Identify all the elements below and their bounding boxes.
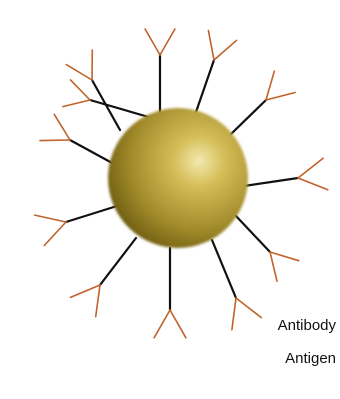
antibody-arm-right bbox=[54, 114, 70, 140]
antibody-stalk bbox=[92, 80, 120, 130]
antibody-arm-right bbox=[71, 285, 101, 297]
antibody-stalk bbox=[230, 100, 266, 135]
antibody-arm-right bbox=[232, 298, 236, 330]
antibody-stalk bbox=[244, 178, 298, 186]
antibody-stalk bbox=[70, 140, 114, 164]
antibody-arm-left bbox=[96, 285, 100, 317]
antibody-arm-left bbox=[170, 310, 186, 338]
antibody-stalk bbox=[196, 60, 214, 112]
antibody-stalk bbox=[212, 240, 236, 298]
antibody-arm-left bbox=[208, 31, 214, 61]
antibody-stalk bbox=[100, 238, 136, 285]
antibody-arm-left bbox=[145, 29, 160, 55]
antibody-arm-left bbox=[66, 65, 92, 80]
gold-nanoparticle bbox=[108, 108, 248, 248]
antibody-arm-right bbox=[71, 80, 91, 100]
antibody-arm-left bbox=[298, 158, 323, 178]
antibody-arm-right bbox=[35, 215, 66, 222]
antibody-label: Antibody bbox=[278, 317, 337, 334]
antibody-arm-left bbox=[44, 222, 66, 246]
antibody-arm-left bbox=[63, 100, 90, 107]
antibody-arm-left bbox=[266, 71, 274, 100]
antibody-arm-right bbox=[298, 178, 328, 190]
antibody-stalk bbox=[66, 206, 117, 222]
antibody-arm-right bbox=[270, 252, 277, 281]
antibody-stalk bbox=[236, 216, 270, 252]
antigen-label: Antigen bbox=[285, 350, 336, 367]
antibody-arm-right bbox=[160, 29, 175, 55]
antibody-arm-right bbox=[266, 93, 295, 101]
antibody-arm-right bbox=[214, 40, 237, 60]
antibody-arm-left bbox=[40, 140, 70, 141]
antibody-arm-left bbox=[270, 252, 299, 261]
antibody-arm-right bbox=[154, 310, 170, 338]
antibody-arm-left bbox=[236, 298, 261, 318]
antibody-stalk bbox=[90, 100, 152, 118]
